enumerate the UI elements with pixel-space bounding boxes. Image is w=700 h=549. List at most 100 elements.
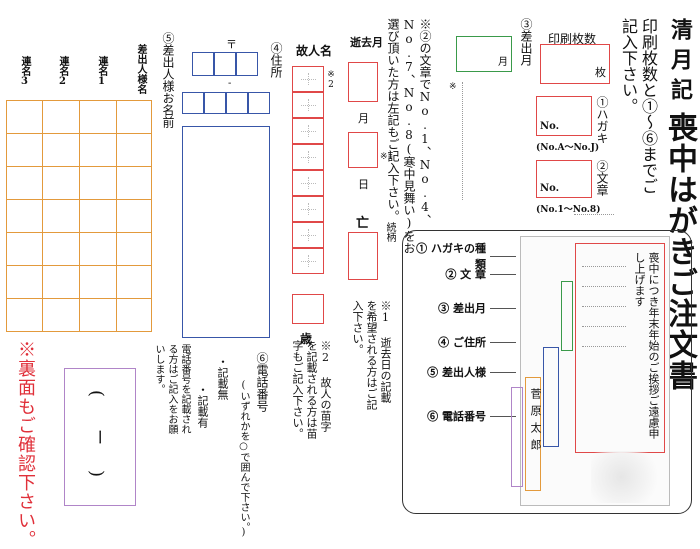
seikyo-month-unit: 月: [358, 112, 369, 125]
sashidashi-month-label: ③差出月: [518, 18, 535, 66]
legend-sashidashi-month: ③ 差出月: [410, 300, 516, 316]
print-count-label: 印刷枚数: [548, 32, 597, 46]
seikyo-star1: ※1: [380, 152, 394, 162]
bunsho-text: 文章: [595, 172, 609, 196]
sample-address-frame: [543, 347, 559, 447]
rensha-col-divider: [42, 100, 43, 332]
phone-num: ⑥: [255, 352, 269, 364]
sender-name-num: ⑤: [161, 32, 175, 44]
rensha-1-title: 連名1: [96, 56, 107, 87]
seikyo-day-box[interactable]: [348, 132, 378, 168]
sample-phone-frame: [511, 387, 523, 487]
kojin-cell[interactable]: [292, 248, 324, 274]
phone-label: ⑥電話番号: [254, 352, 271, 412]
legend-line: [490, 415, 516, 417]
kojin-cell[interactable]: [292, 92, 324, 118]
sample-sender-name: 菅原太郎: [529, 388, 542, 456]
jusho-num: ④: [269, 42, 283, 54]
bunsho-box[interactable]: No.: [536, 160, 592, 198]
hagaki-num: ①: [595, 96, 609, 108]
sample-body-rule: [582, 266, 626, 267]
postal-mark: 〒: [226, 38, 237, 51]
phone-note: 電話番号を記載される方はご記入をお願いします。: [153, 344, 190, 434]
legend-hagaki-text: ① ハガキの種類: [416, 242, 486, 271]
address-box[interactable]: [182, 126, 270, 338]
flower-decoration-icon: [591, 451, 667, 503]
postal-digit-box[interactable]: [248, 92, 270, 114]
rensha-grid[interactable]: [6, 100, 152, 332]
bunsho-label: ②文章: [594, 160, 611, 196]
postal-digit-box[interactable]: [226, 92, 248, 114]
sashidashi-month-footnote-area: ※: [449, 82, 510, 200]
rensha-main-title: 差出人様名: [135, 44, 146, 94]
kojin-grid[interactable]: [292, 66, 324, 274]
instruction-text: 印刷枚数と①〜⑥までご記入下さい。: [619, 18, 658, 194]
legend-line: [490, 255, 516, 257]
seikyo-zoku-box[interactable]: [348, 232, 378, 280]
hagaki-box[interactable]: No.: [536, 96, 592, 136]
legend-sashidashi-month-text: ③ 差出月: [438, 302, 486, 315]
kojin-cell[interactable]: [292, 196, 324, 222]
kojin-cell[interactable]: [292, 144, 324, 170]
bunsho-range: (No.1〜No.8): [536, 205, 601, 215]
print-count-unit: 枚: [595, 66, 606, 79]
postal-dash: -: [228, 78, 232, 89]
seikyo-month-box[interactable]: [348, 62, 378, 102]
postal-digit-box[interactable]: [192, 52, 214, 76]
phone-paren-open: (: [86, 389, 108, 398]
postal-digit-box[interactable]: [214, 52, 236, 76]
legend-address-text: ④ ご住所: [438, 336, 486, 349]
phone-entry-box[interactable]: ( ー ): [64, 368, 136, 506]
phone-option-none[interactable]: ・記載無: [216, 356, 229, 400]
jusho-label: ④住所: [268, 42, 285, 78]
bunsho-prefix: No.: [540, 183, 560, 194]
seikyo-zoku: 続柄: [384, 222, 395, 242]
postal-digit-box[interactable]: [204, 92, 226, 114]
hagaki-text: ハガキ: [595, 108, 609, 144]
sample-body-frame: 喪中につき年末年始のご挨拶ご遠慮申し上げます: [575, 243, 665, 453]
rensha-row-divider: [6, 298, 152, 299]
rensha-row-divider: [6, 199, 152, 200]
legend-sender: ⑤ 差出人様: [410, 364, 516, 380]
sample-body-rule: [582, 306, 626, 307]
print-count-box[interactable]: 枚: [540, 44, 610, 84]
phone-hint: (いずれかを○で囲んで下さい。): [238, 380, 249, 538]
note-seikyo-day: ※1 逝去日の記載を希望される方はご記入下さい。: [351, 300, 392, 410]
legend-line: [490, 341, 516, 343]
sashidashi-month-unit: 月: [498, 57, 508, 68]
kojin-age-box[interactable]: [292, 294, 324, 324]
phone-paren-close: ): [86, 469, 108, 478]
sample-frame: [402, 230, 692, 514]
sashidashi-month-footnote-star: ※: [449, 82, 457, 92]
seikyo-bou: 亡: [356, 216, 370, 231]
kojin-cell[interactable]: [292, 118, 324, 144]
sample-heading: 喪中につき年末年始のご挨拶ご遠慮申し上げます: [633, 252, 660, 439]
legend-line: [490, 307, 516, 309]
sample-body-rule: [582, 326, 626, 327]
legend-phone: ⑥ 電話番号: [410, 408, 516, 424]
legend-phone-text: ⑥ 電話番号: [427, 410, 486, 423]
rensha-2-title: 連名2: [57, 56, 68, 87]
shochu-note: ※②の文章でNo.1、No.4、No.7、No.8(寒中見舞い)をお選び頂いた方…: [386, 18, 432, 254]
sample-card: 喪中につき年末年始のご挨拶ご遠慮申し上げます 菅原太郎: [511, 236, 670, 506]
legend-bunsho-text: ② 文 章: [445, 268, 486, 281]
sample-body-rule: [582, 286, 626, 287]
kojin-age-unit: 歳: [300, 332, 313, 346]
legend-line: [490, 273, 516, 275]
legend-address: ④ ご住所: [410, 334, 516, 350]
legend-line: [490, 371, 516, 373]
sender-name-label: ⑤差出人様お名前: [160, 32, 177, 128]
sashidashi-month-box[interactable]: 月: [456, 36, 512, 72]
jusho-text: 住所: [269, 54, 283, 78]
kojin-cell[interactable]: [292, 222, 324, 248]
phone-option-yes[interactable]: ・記載有: [196, 384, 209, 428]
legend-sender-text: ⑤ 差出人様: [427, 366, 486, 379]
kojin-cell[interactable]: [292, 170, 324, 196]
postal-digit-box[interactable]: [182, 92, 204, 114]
rensha-row-divider: [6, 265, 152, 266]
sample-body-rule: [582, 346, 626, 347]
sashidashi-month-text: 差出月: [519, 30, 533, 66]
postal-digit-box[interactable]: [236, 52, 258, 76]
kojin-cell[interactable]: [292, 66, 324, 92]
rensha-row-divider: [6, 133, 152, 134]
